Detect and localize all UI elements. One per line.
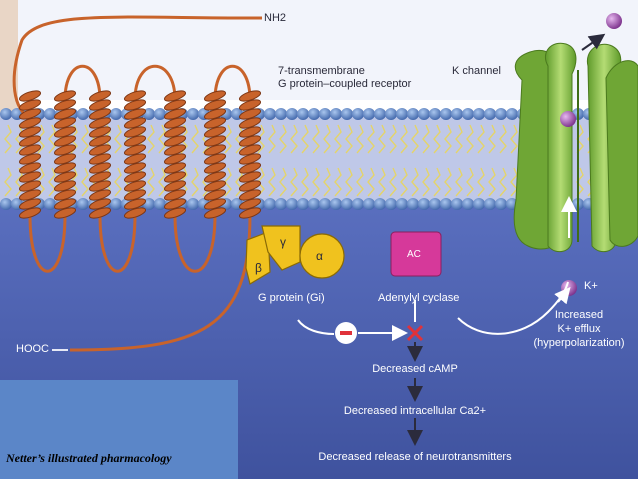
ac-label: AC	[407, 249, 421, 260]
k-channel	[513, 42, 638, 253]
efflux-line3: (hyperpolarization)	[533, 337, 625, 349]
gamma-label: γ	[280, 235, 286, 249]
efflux-line1: Increased	[554, 309, 604, 321]
g-protein-complex	[245, 225, 345, 285]
efflux-line2: K+ efflux	[557, 323, 601, 335]
decreased-ca-label: Decreased intracellular Ca2+	[343, 405, 487, 417]
adenylyl-cyclase-box	[390, 231, 442, 277]
gpcr-receptor	[12, 15, 262, 352]
hooc-label: HOOC	[16, 343, 49, 355]
caption-text: Netter’s illustrated pharmacology	[6, 451, 172, 465]
receptor-label-line2: G protein–coupled receptor	[278, 78, 412, 90]
minus-icon	[340, 331, 352, 335]
k-channel-label: K channel	[452, 65, 501, 77]
k-ion-released	[606, 13, 622, 29]
decreased-camp-label: Decreased cAMP	[372, 363, 458, 375]
nh2-label: NH2	[264, 12, 287, 24]
g-protein-label: G protein (Gi)	[258, 292, 325, 304]
k-ion-label: K+	[584, 280, 598, 292]
adenylyl-cyclase-label: Adenylyl cyclase	[378, 292, 460, 304]
k-ion-inside-channel	[560, 111, 576, 127]
caption-panel	[0, 380, 238, 479]
receptor-label-line1: 7-transmembrane	[278, 65, 365, 77]
block-x-icon	[406, 324, 424, 342]
alpha-label: α	[316, 249, 323, 263]
beta-label: β	[255, 261, 262, 275]
gamma-subunit	[261, 225, 301, 271]
alpha-subunit	[299, 233, 345, 279]
decreased-release-label: Decreased release of neurotransmitters	[318, 451, 512, 463]
